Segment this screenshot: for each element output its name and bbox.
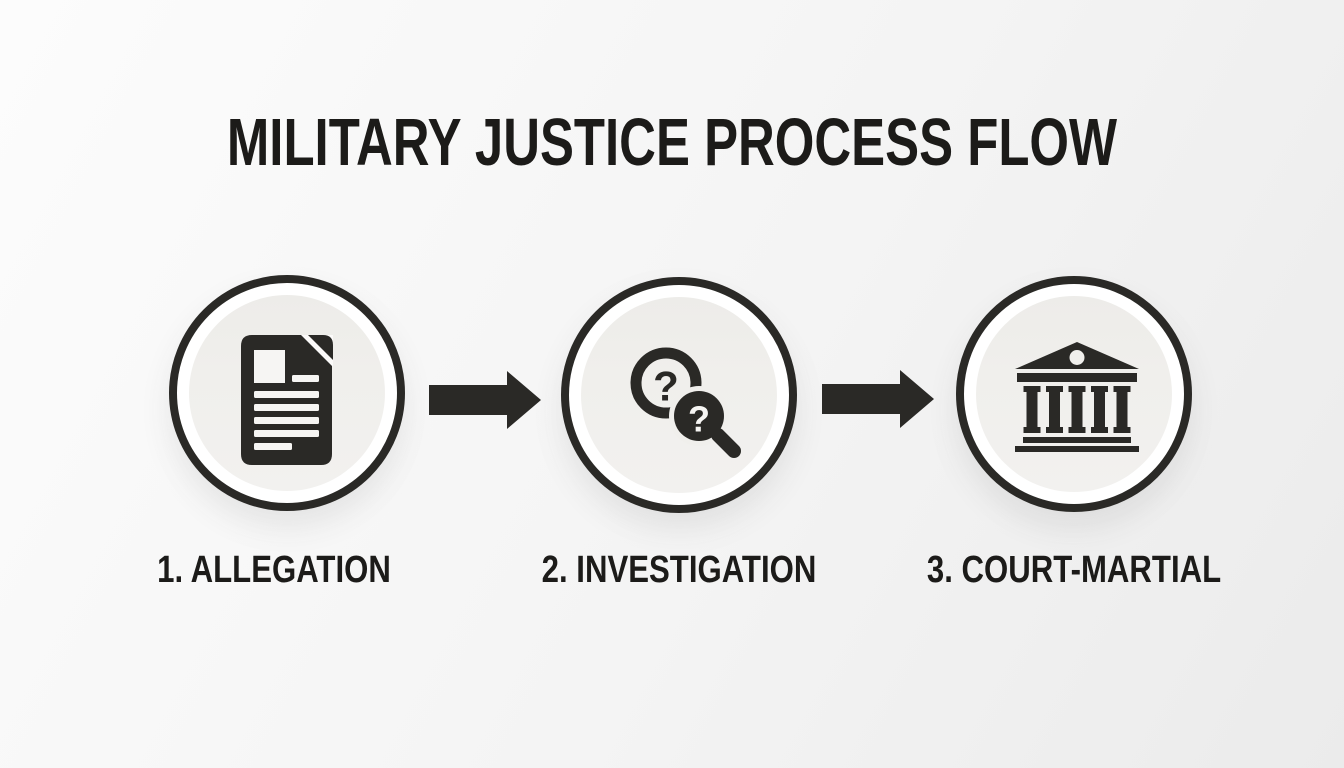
step-circle-investigation: ? ?	[561, 277, 797, 513]
step-label-allegation: 1. ALLEGATION	[157, 549, 391, 591]
step-circle-allegation-fill	[189, 295, 385, 491]
step-circle-court-martial	[956, 276, 1192, 512]
step-label-investigation: 2. INVESTIGATION	[541, 549, 817, 591]
document-icon	[241, 335, 333, 465]
magnifying-glass-questions-icon: ? ?	[630, 347, 741, 458]
step-label-court-martial: 3. COURT-MARTIAL	[926, 549, 1222, 591]
step-circle-investigation-fill: ? ?	[581, 297, 777, 493]
courthouse-icon	[1015, 342, 1139, 452]
step-circle-allegation	[169, 275, 405, 511]
page-title: MILITARY JUSTICE PROCESS FLOW	[226, 105, 1118, 180]
question-mark-glyph: ?	[688, 399, 710, 440]
arrow-right-icon	[429, 371, 541, 429]
arrow-right-icon	[822, 370, 934, 428]
step-circle-court-martial-fill	[976, 296, 1172, 492]
